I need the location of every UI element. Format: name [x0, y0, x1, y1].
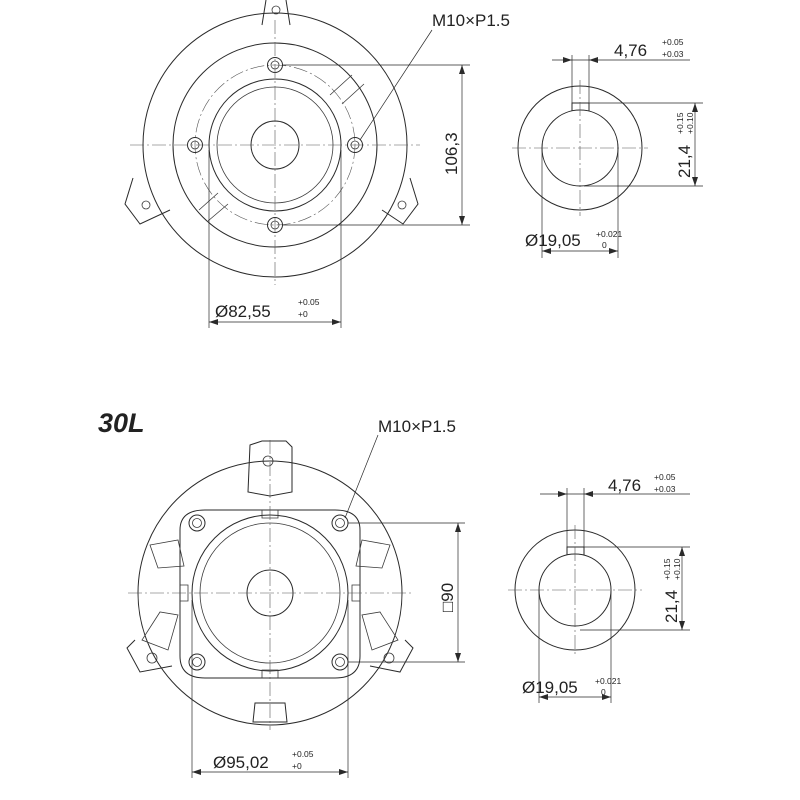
bottom-key-width-label: 4,76 [608, 476, 641, 495]
top-key-width-dim [552, 55, 690, 103]
bottom-flange-left-tab [126, 639, 173, 673]
bottom-flange-right-tab-hole [383, 652, 395, 664]
bottom-key-tol-lower: +0.03 [654, 484, 676, 494]
bottom-flange-top-tab [247, 440, 293, 497]
top-pilot-tol-upper: +0.05 [298, 297, 320, 307]
top-shaft-tol-upper: +0.021 [596, 229, 623, 239]
bottom-flange-pocket [141, 611, 179, 651]
top-flange-ribs [198, 74, 365, 222]
bottom-height-tol-upper: +0.15 [662, 558, 672, 580]
bottom-height-tol-lower: +0.10 [672, 558, 682, 580]
top-shaft-view: 4,76 +0.05 +0.03 21,4 +0.15 +0.10 Ø19,05… [512, 37, 703, 258]
bottom-key-width-dim [540, 488, 690, 547]
top-flange-left-tab-hole [141, 200, 151, 210]
bottom-flange-pocket [355, 539, 391, 569]
top-shaft-dia-dim [541, 148, 619, 258]
top-height-tol-lower: +0.10 [685, 112, 695, 134]
bottom-shaft-dia-label: Ø19,05 [522, 678, 578, 697]
top-pilot-dia-label: Ø82,55 [215, 302, 271, 321]
top-shaft-tol-lower: 0 [602, 240, 607, 250]
top-height-tol-upper: +0.15 [675, 112, 685, 134]
top-flange-tab [261, 0, 291, 26]
bottom-flange-center-lines [128, 440, 412, 730]
bottom-flange-bottom-tab [252, 702, 288, 723]
top-flange-right-tab-hole [397, 200, 407, 210]
top-key-height-label: 21,4 [675, 145, 694, 178]
top-bolt-distance-dim [282, 64, 470, 226]
bottom-pilot-tol-lower: +0 [292, 761, 302, 771]
bottom-key-height-dim [580, 546, 690, 631]
top-key-height-dim [584, 102, 703, 187]
top-thread-leader [359, 29, 433, 141]
top-key-tol-upper: +0.05 [662, 37, 684, 47]
bottom-shaft-view: 4,76 +0.05 +0.03 21,4 +0.15 +0.10 Ø19,05… [508, 472, 690, 703]
bottom-bolt-hole [331, 653, 349, 671]
bottom-bolt-square-label: □90 [438, 583, 457, 612]
top-shaft-center-lines [512, 80, 648, 216]
bottom-bolt-square-dim [348, 522, 465, 663]
bottom-flange-square-body [179, 509, 361, 679]
bottom-bolt-hole [188, 514, 206, 532]
bottom-pilot-tol-upper: +0.05 [292, 749, 314, 759]
top-thread-label: M10×P1.5 [432, 11, 510, 30]
top-key-tol-lower: +0.03 [662, 49, 684, 59]
bottom-thread-label: M10×P1.5 [378, 417, 456, 436]
top-flange-right-tab [381, 177, 419, 225]
top-pilot-dia-dim [208, 150, 342, 328]
top-pilot-tol-lower: +0 [298, 309, 308, 319]
top-shaft-dia-label: Ø19,05 [525, 231, 581, 250]
bottom-shaft-keyway [566, 546, 585, 555]
top-flange-tab-hole [271, 5, 281, 15]
bottom-thread-leader [344, 434, 379, 519]
bottom-flange-view: M10×P1.5 □90 Ø95,02 +0.05 +0 [126, 417, 465, 778]
bottom-pilot-dia-label: Ø95,02 [213, 753, 269, 772]
top-flange-center-lines [130, 20, 420, 285]
bottom-flange-right-tab [369, 639, 414, 673]
bottom-flange-pocket [149, 539, 185, 569]
top-shaft-keyway [571, 102, 590, 111]
bottom-shaft-tol-lower: 0 [601, 687, 606, 697]
bottom-shaft-tol-upper: +0.021 [595, 676, 622, 686]
bottom-key-height-label: 21,4 [662, 590, 681, 623]
bottom-shaft-dia-dim [538, 590, 612, 703]
top-bolt-distance-label: 106,3 [442, 132, 461, 175]
top-key-width-label: 4,76 [614, 41, 647, 60]
bottom-flange-pocket [361, 611, 399, 651]
bottom-key-tol-upper: +0.05 [654, 472, 676, 482]
bottom-shaft-center-lines [508, 525, 642, 655]
model-title: 30L [98, 408, 145, 438]
bottom-bolt-hole [188, 653, 206, 671]
top-flange-view: M10×P1.5 106,3 Ø82,55 +0.05 +0 [124, 0, 510, 328]
bottom-pilot-dia-dim [191, 600, 349, 778]
top-flange-left-tab [124, 177, 171, 225]
